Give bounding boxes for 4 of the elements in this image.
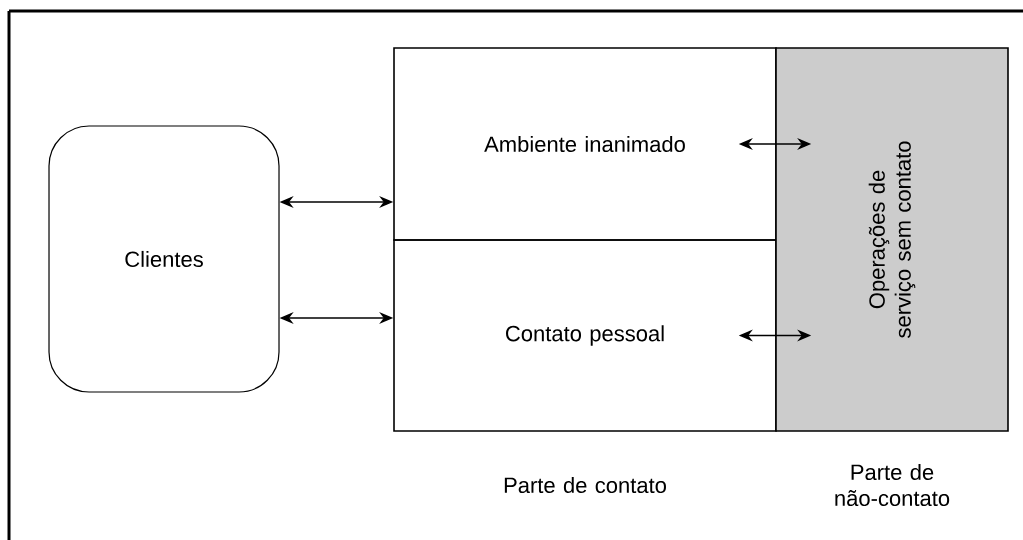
rounded-box: Clientes: [48, 125, 280, 393]
caption-label: Parte de não-contato: [835, 463, 950, 507]
shaded-box: Operações de serviço sem contato: [775, 47, 1009, 432]
caption-label: Parte de contato: [504, 476, 666, 494]
